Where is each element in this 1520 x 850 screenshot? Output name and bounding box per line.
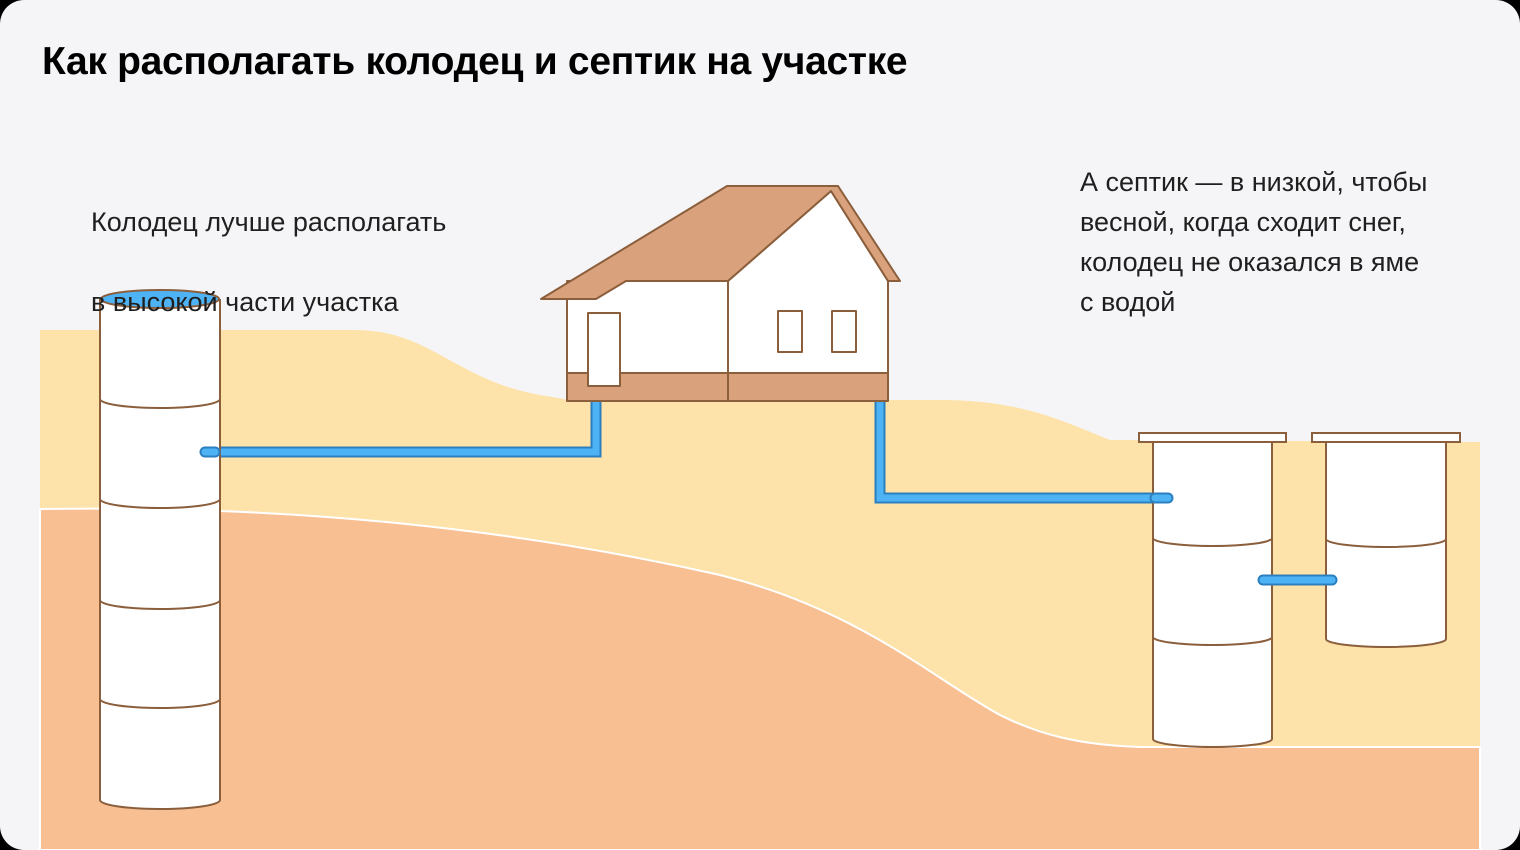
diagram-title: Как располагать колодец и септик на учас… [42,40,908,83]
septic-tank-1 [1138,432,1287,748]
well-caption-line: Колодец лучше располагать [91,207,447,237]
well-water-icon [100,289,220,309]
subsoil-layer [39,507,1481,850]
house-door [587,312,621,387]
well-caption-line: в высокой части участка [91,287,399,317]
house-window [831,310,857,353]
well-caption: Колодец лучше располагать в высокой част… [91,162,446,362]
well [99,289,221,810]
sewer-pipe [874,396,1174,504]
septic-caption: А септик — в низкой, чтобы весной, когда… [1080,167,1428,317]
house-roof [540,185,901,300]
house [540,185,901,402]
water-pipe [199,396,602,458]
septic-lid-1 [1138,432,1287,443]
septic-tank-2 [1311,432,1461,648]
well-ring-seams [99,398,221,709]
well-body [99,299,221,810]
septic-lid-2 [1311,432,1461,443]
house-window [777,310,803,353]
